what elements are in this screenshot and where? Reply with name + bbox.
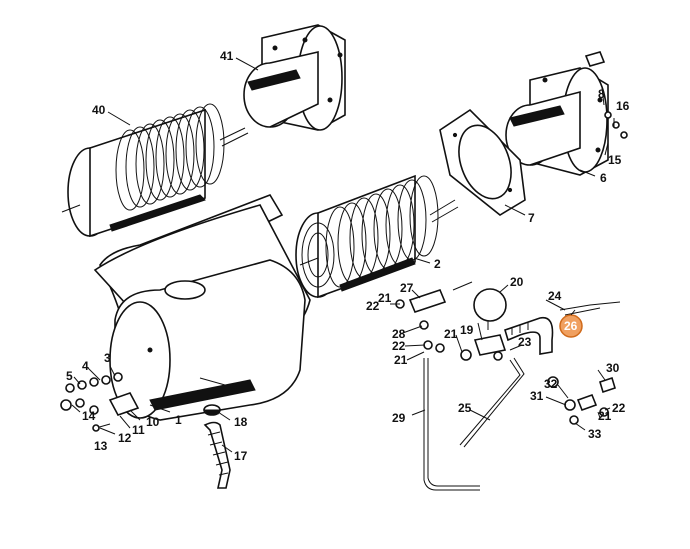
hose-17 [203,421,231,489]
callout-1: 1 [175,413,182,427]
callout-22c: 22 [612,401,626,415]
callout-13: 13 [94,439,108,453]
heating-coil-40 [61,103,249,238]
callout-16: 16 [616,99,630,113]
fittings-assembly [395,281,621,491]
callout-14: 14 [82,409,96,423]
callout-21c: 21 [444,327,458,341]
callout-4: 4 [82,359,89,373]
leader-lines [71,57,615,453]
callout-40: 40 [92,103,106,117]
callout-30: 30 [606,361,620,375]
callout-22b: 22 [392,339,406,353]
callout-32: 32 [544,377,558,391]
gasket-7 [439,108,526,216]
callout-10: 10 [146,415,160,429]
callout-19: 19 [460,323,474,337]
callout-8: 8 [598,87,605,101]
right-hardware [584,51,628,139]
clamp-18 [203,404,221,416]
callout-41: 41 [220,49,234,63]
callout-6: 6 [600,171,607,185]
callout-labels: 40 41 8 16 15 6 7 2 9 1 3 4 5 14 10 11 1… [66,49,630,463]
callout-21b: 21 [394,353,408,367]
flange-41 [243,24,346,131]
heating-coil-2 [295,174,459,299]
callout-33: 33 [588,427,602,441]
callout-9: 9 [230,381,237,395]
callout-23: 23 [518,335,532,349]
callout-3: 3 [104,351,111,365]
callout-15: 15 [608,153,622,167]
callout-25: 25 [458,401,472,415]
callout-26[interactable]: 26 [564,319,578,333]
callout-24: 24 [548,289,562,303]
callout-21a: 21 [378,291,392,305]
callout-12: 12 [118,431,132,445]
callout-20: 20 [510,275,524,289]
callout-22a: 22 [366,299,380,313]
callout-27: 27 [400,281,414,295]
callout-29: 29 [392,411,406,425]
callout-11: 11 [132,423,145,437]
callout-21d: 21 [598,409,612,423]
callout-18: 18 [234,415,248,429]
callout-28: 28 [392,327,406,341]
callout-2: 2 [434,257,441,271]
callout-5: 5 [66,369,73,383]
callout-7: 7 [528,211,535,225]
flange-6 [505,67,609,176]
callout-31: 31 [530,389,544,403]
callout-17: 17 [234,449,248,463]
left-hardware [60,372,140,432]
